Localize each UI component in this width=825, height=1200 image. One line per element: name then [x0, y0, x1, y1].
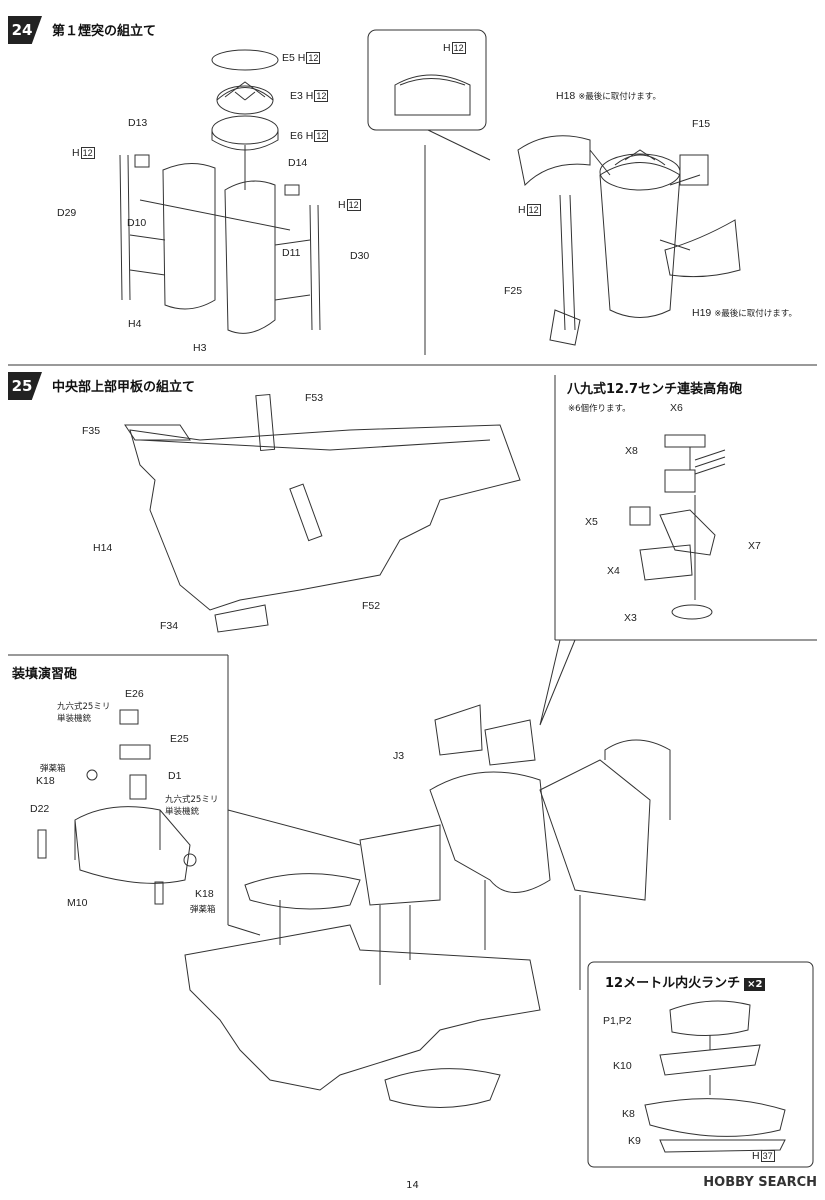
label-k18-bottom: K18 [195, 888, 214, 900]
label-f25: F25 [504, 285, 523, 297]
gun-section-title: 八九式12.7センチ連装高角砲 [567, 382, 743, 397]
launch-title: 12メートル内火ランチ×2 [605, 972, 766, 991]
label-d30: D30 [350, 250, 370, 262]
label-x5: X5 [585, 516, 598, 528]
label-x6: X6 [670, 402, 683, 414]
label-h18: H18 ※最後に取付けます。 [556, 90, 661, 102]
step-24-title: 第１煙突の組立て [52, 24, 157, 39]
label-mg2: 九六式25ミリ [165, 795, 219, 805]
watermark: HOBBY SEARCH [703, 1175, 817, 1190]
label-mg1b: 単装機銃 [57, 714, 92, 724]
label-h14: H14 [93, 542, 113, 554]
label-x7: X7 [748, 540, 761, 552]
label-m10: M10 [67, 897, 88, 909]
label-h19: H19 ※最後に取付けます。 [692, 307, 797, 319]
label-d10: D10 [127, 217, 147, 229]
label-f35: F35 [82, 425, 101, 437]
label-k10: K10 [613, 1060, 632, 1072]
label-f15: F15 [692, 118, 711, 130]
label-x4: X4 [607, 565, 620, 577]
practice-gun-title: 装填演習砲 [12, 667, 78, 682]
label-d13: D13 [128, 117, 148, 129]
label-f52: F52 [362, 600, 381, 612]
label-x8: X8 [625, 445, 638, 457]
gun-section-note: ※6個作ります。 [568, 404, 631, 414]
label-k8: K8 [622, 1108, 635, 1120]
label-d14: D14 [288, 157, 308, 169]
label-f34: F34 [160, 620, 179, 632]
page-number: 14 [406, 1180, 419, 1191]
label-d11: D11 [282, 247, 301, 259]
label-k18-top: K18 [36, 775, 55, 787]
label-e25: E25 [170, 733, 189, 745]
label-d1: D1 [168, 770, 182, 782]
step-25-title: 中央部上部甲板の組立て [52, 380, 196, 395]
label-ammo1: 弾薬箱 [40, 764, 66, 774]
label-mg2b: 単装機銃 [165, 807, 200, 817]
label-ammo2: 弾薬箱 [190, 905, 216, 915]
label-d22: D22 [30, 803, 50, 815]
label-h3: H3 [193, 342, 207, 354]
label-mg1: 九六式25ミリ [57, 702, 111, 712]
label-e26: E26 [125, 688, 144, 700]
label-j3: J3 [393, 750, 405, 762]
label-d29: D29 [57, 207, 77, 219]
label-f53: F53 [305, 392, 324, 404]
label-k9: K9 [628, 1135, 641, 1147]
label-p1p2: P1,P2 [603, 1015, 632, 1027]
label-x3: X3 [624, 612, 637, 624]
label-h4: H4 [128, 318, 142, 330]
